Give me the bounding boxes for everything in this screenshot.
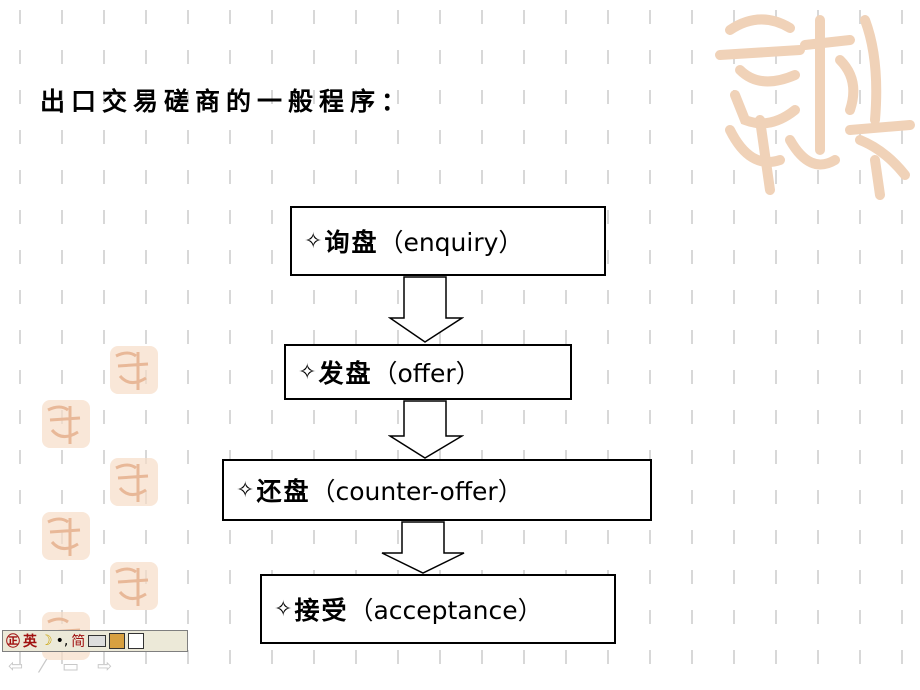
step-cn-label: 询盘	[324, 228, 379, 257]
seal-decoration	[110, 346, 158, 394]
auspicious-calligraphy-decoration	[715, 14, 915, 200]
sparkle-icon: ✧	[304, 228, 323, 254]
seal-decoration	[42, 400, 90, 448]
charset-toggle[interactable]: 简	[71, 634, 86, 650]
prev-arrow-icon[interactable]: ⇦	[8, 656, 24, 677]
down-arrow-icon	[381, 521, 465, 574]
step-en-label: （acceptance）	[348, 596, 543, 625]
step-enquiry: ✧ 询盘 （enquiry）	[290, 206, 606, 276]
step-cn-label: 发盘	[318, 359, 373, 388]
ime-logo-icon[interactable]: ㊣	[6, 634, 20, 650]
page-title: 出口交易磋商的一般程序：	[40, 87, 413, 116]
keyboard-icon[interactable]	[88, 635, 107, 647]
step-cn-label: 还盘	[256, 477, 311, 506]
ime-menu-icon[interactable]	[128, 633, 145, 649]
step-en-label: （enquiry）	[378, 228, 524, 257]
down-arrow-icon	[388, 276, 464, 343]
step-en-label: （offer）	[372, 359, 481, 388]
ime-toolbar[interactable]: ㊣ 英 ☽ •, 简	[2, 630, 188, 652]
sparkle-icon: ✧	[298, 359, 317, 385]
next-arrow-icon[interactable]: ⇨	[97, 656, 113, 677]
punctuation-toggle[interactable]: •,	[55, 633, 69, 649]
pen-icon[interactable]: ⁄	[41, 656, 45, 677]
sparkle-icon: ✧	[236, 477, 255, 503]
step-acceptance: ✧ 接受 （acceptance）	[260, 574, 616, 644]
step-counter-offer: ✧ 还盘 （counter-offer）	[222, 459, 652, 521]
ime-tool-icon[interactable]	[109, 633, 126, 649]
down-arrow-icon	[388, 400, 464, 459]
half-width-icon[interactable]: ☽	[40, 633, 53, 649]
slideshow-nav: ⇦ ⁄ ▭ ⇨	[8, 656, 112, 677]
step-en-label: （counter-offer）	[310, 477, 523, 506]
seal-decoration	[42, 512, 90, 560]
menu-icon[interactable]: ▭	[62, 656, 80, 677]
ime-mode-toggle[interactable]: 英	[23, 634, 37, 650]
step-cn-label: 接受	[294, 596, 349, 625]
step-offer: ✧ 发盘 （offer）	[284, 344, 572, 400]
seal-decoration	[110, 562, 158, 610]
seal-decoration	[110, 458, 158, 506]
sparkle-icon: ✧	[274, 596, 293, 622]
